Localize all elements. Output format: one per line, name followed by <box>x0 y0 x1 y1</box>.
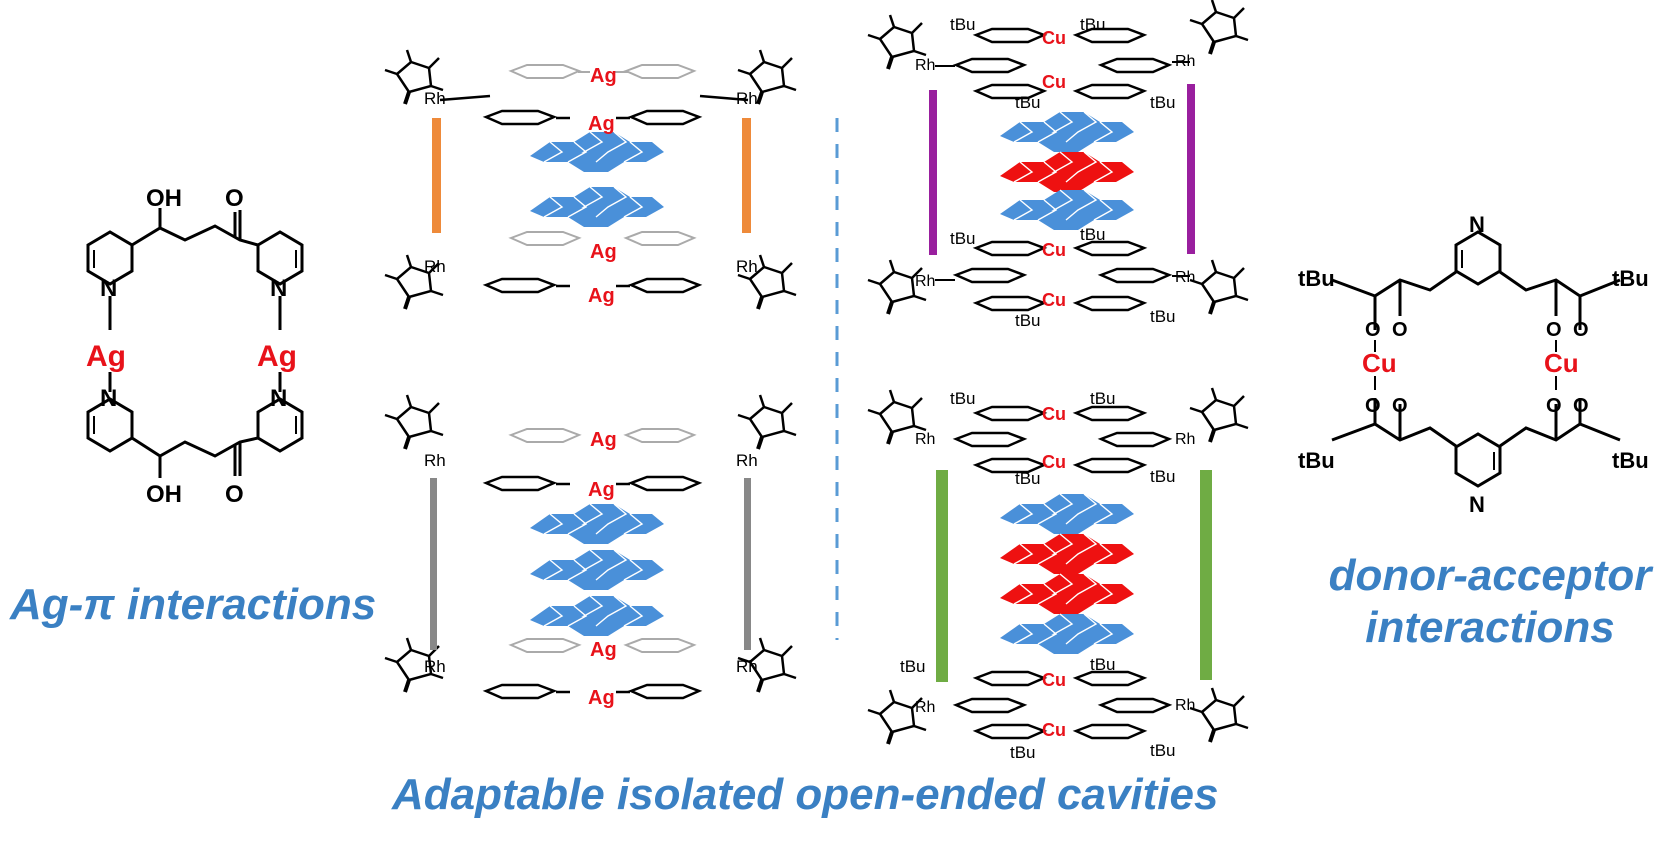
cu-mol-cu-right: Cu <box>1544 348 1579 378</box>
n-label-1: N <box>100 275 117 302</box>
cage2-ag-4: Ag <box>588 687 615 709</box>
cu-mol-tbu-2: tBu <box>1612 266 1649 291</box>
cu1-tbu-7: tBu <box>1015 311 1041 330</box>
cage1-ag-4: Ag <box>588 285 615 307</box>
cu-mol-n-top: N <box>1469 212 1485 237</box>
cu1-tbu-2: tBu <box>1080 15 1106 34</box>
ag-cage-two: Ag Ag Ag Ag Rh Rh Rh Rh <box>383 393 798 709</box>
cu2-cu-2: Cu <box>1042 452 1066 472</box>
cu2-tbu-5: tBu <box>900 657 926 676</box>
cage2-ag-2: Ag <box>588 479 615 501</box>
cu-mol-o-5: O <box>1365 395 1381 417</box>
cu2-cu-4: Cu <box>1042 720 1066 740</box>
cu2-tbu-2: tBu <box>1090 389 1116 408</box>
caption-bottom-title: Adaptable isolated open-ended cavities <box>392 770 1219 819</box>
cu1-rh-1: Rh <box>915 57 935 74</box>
cu-cage-one: tBu tBu tBu tBu Cu Cu Cu Cu Rh Rh Rh Rh … <box>866 0 1250 330</box>
cage1-ag-3: Ag <box>590 241 617 263</box>
cu1-cu-2: Cu <box>1042 72 1066 92</box>
cu-mol-cu-left: Cu <box>1362 348 1397 378</box>
cu2-tbu-4: tBu <box>1150 467 1176 486</box>
cu-mol-tbu-1: tBu <box>1298 266 1335 291</box>
cu1-tbu-1: tBu <box>950 15 976 34</box>
n-label-2: N <box>270 275 287 302</box>
cu2-rh-3: Rh <box>915 699 935 716</box>
cu-mol-o-4: O <box>1573 319 1589 341</box>
cu1-tbu-5: tBu <box>950 229 976 248</box>
ag-label-right: Ag <box>257 340 297 373</box>
cage2-rh-3: Rh <box>424 657 446 676</box>
cu-mol-tbu-4: tBu <box>1612 448 1649 473</box>
cage1-rh-1: Rh <box>424 89 446 108</box>
cage2-rh-4: Rh <box>736 657 758 676</box>
cu1-rh-2: Rh <box>1175 53 1195 70</box>
cu2-tbu-6: tBu <box>1090 655 1116 674</box>
cu2-tbu-1: tBu <box>950 389 976 408</box>
cu-mol-o-1: O <box>1365 319 1381 341</box>
n-label-3: N <box>100 385 117 412</box>
ag-label-left: Ag <box>86 340 126 373</box>
oh-label-top: OH <box>146 185 182 212</box>
caption-ag-pi: Ag-π interactions <box>10 580 377 629</box>
cu2-cu-3: Cu <box>1042 670 1066 690</box>
cu-cage-two: tBu tBu tBu tBu Cu Cu Cu Cu Rh Rh Rh Rh … <box>866 386 1250 762</box>
cage1-ag-2: Ag <box>588 113 615 135</box>
o-label-bottom: O <box>225 481 244 508</box>
cu1-tbu-3: tBu <box>1015 93 1041 112</box>
cu2-rh-4: Rh <box>1175 697 1195 714</box>
cu-mol-tbu-3: tBu <box>1298 448 1335 473</box>
cu2-rh-2: Rh <box>1175 431 1195 448</box>
cu-mol-o-2: O <box>1392 319 1408 341</box>
cu-mol-o-3: O <box>1546 319 1562 341</box>
cu2-cu-1: Cu <box>1042 404 1066 424</box>
cu1-tbu-8: tBu <box>1150 307 1176 326</box>
cage1-ag-1: Ag <box>590 65 617 87</box>
cu-mol-n-bottom: N <box>1469 492 1485 517</box>
cu1-tbu-4: tBu <box>1150 93 1176 112</box>
cage2-rh-1: Rh <box>424 451 446 470</box>
cu1-cu-1: Cu <box>1042 28 1066 48</box>
ag-macrocycle-molecule: OH O N N Ag Ag N N OH O <box>86 185 304 508</box>
cage1-rh-4: Rh <box>736 257 758 276</box>
caption-donor-acceptor-line2: interactions <box>1365 603 1615 652</box>
caption-donor-acceptor: donor-acceptor interactions <box>1320 550 1660 654</box>
cu2-tbu-8: tBu <box>1150 741 1176 760</box>
cu-macrocycle-molecule: N N tBu tBu tBu tBu O O O O O O O O Cu C… <box>1298 212 1649 517</box>
cu2-tbu-7: tBu <box>1010 743 1036 762</box>
ag-cage-one: Ag Ag Ag Ag Rh Rh Rh Rh <box>383 48 798 311</box>
o-label-top: O <box>225 185 244 212</box>
cage2-ag-3: Ag <box>590 639 617 661</box>
cage2-rh-2: Rh <box>736 451 758 470</box>
cage1-rh-3: Rh <box>424 257 446 276</box>
cu-mol-o-7: O <box>1546 395 1562 417</box>
oh-label-bottom: OH <box>146 481 182 508</box>
cu1-cu-3: Cu <box>1042 240 1066 260</box>
cu2-rh-1: Rh <box>915 431 935 448</box>
cu-mol-o-6: O <box>1392 395 1408 417</box>
cage1-rh-2: Rh <box>736 89 758 108</box>
n-label-4: N <box>270 385 287 412</box>
cu-mol-o-8: O <box>1573 395 1589 417</box>
cage2-ag-1: Ag <box>590 429 617 451</box>
cu2-tbu-3: tBu <box>1015 469 1041 488</box>
cu1-cu-4: Cu <box>1042 290 1066 310</box>
cu1-tbu-6: tBu <box>1080 225 1106 244</box>
caption-donor-acceptor-line1: donor-acceptor <box>1328 551 1652 600</box>
cu1-rh-4: Rh <box>1175 269 1195 286</box>
cu1-rh-3: Rh <box>915 273 935 290</box>
